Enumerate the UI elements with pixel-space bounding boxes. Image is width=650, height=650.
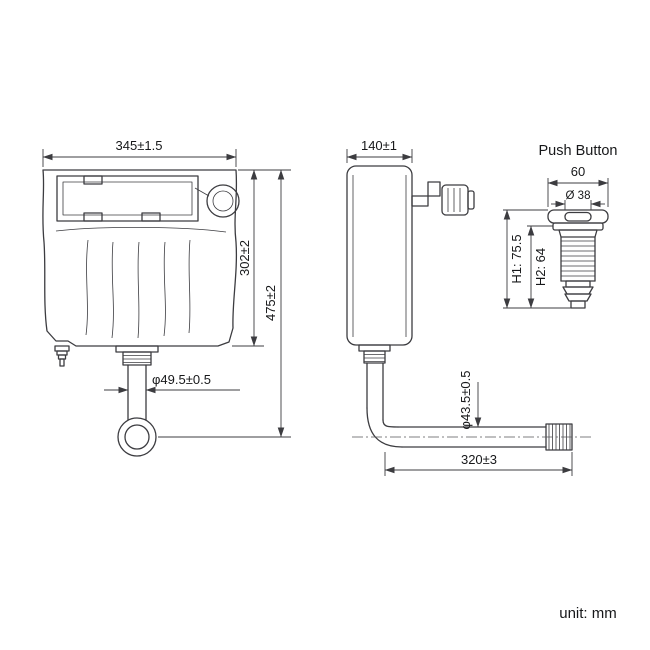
outlet-assembly-front — [115, 345, 159, 457]
dim-button-diameter: Ø 38 — [566, 190, 591, 202]
dim-button-h2: H2: 64 — [533, 248, 548, 286]
unit-label: unit: mm — [559, 605, 617, 622]
dim-front-width: 345±1.5 — [116, 138, 163, 153]
dim-front-body-height: 302±2 — [237, 240, 252, 276]
dim-pipe-length: 320±3 — [461, 452, 497, 467]
flush-port-inner — [212, 190, 234, 212]
dim-outlet-diameter: φ49.5±0.5 — [152, 372, 211, 387]
dim-pipe-diameter: φ43.5±0.5 — [458, 371, 473, 430]
flush-bend-side — [352, 344, 592, 451]
dim-side-depth: 140±1 — [361, 138, 397, 153]
inlet-fitting — [54, 345, 70, 367]
side-view-dimensions: 140±1 φ43.5±0.5 320±3 — [346, 138, 573, 476]
front-view-tank — [42, 169, 240, 457]
side-view-tank — [346, 165, 592, 451]
dim-button-h1: H1: 75.5 — [509, 234, 524, 283]
flush-port-outer — [206, 184, 240, 218]
dim-front-total-height: 475±2 — [263, 285, 278, 321]
front-view-dimensions: 345±1.5 302±2 475±2 φ49.5±0.5 — [42, 138, 291, 438]
inlet-valve-side — [411, 181, 475, 216]
push-button-title: Push Button — [539, 143, 618, 159]
push-button-detail: Push Button 60 Ø 38 — [503, 143, 618, 309]
dim-button-width: 60 — [571, 164, 585, 179]
push-button-body — [547, 209, 609, 309]
